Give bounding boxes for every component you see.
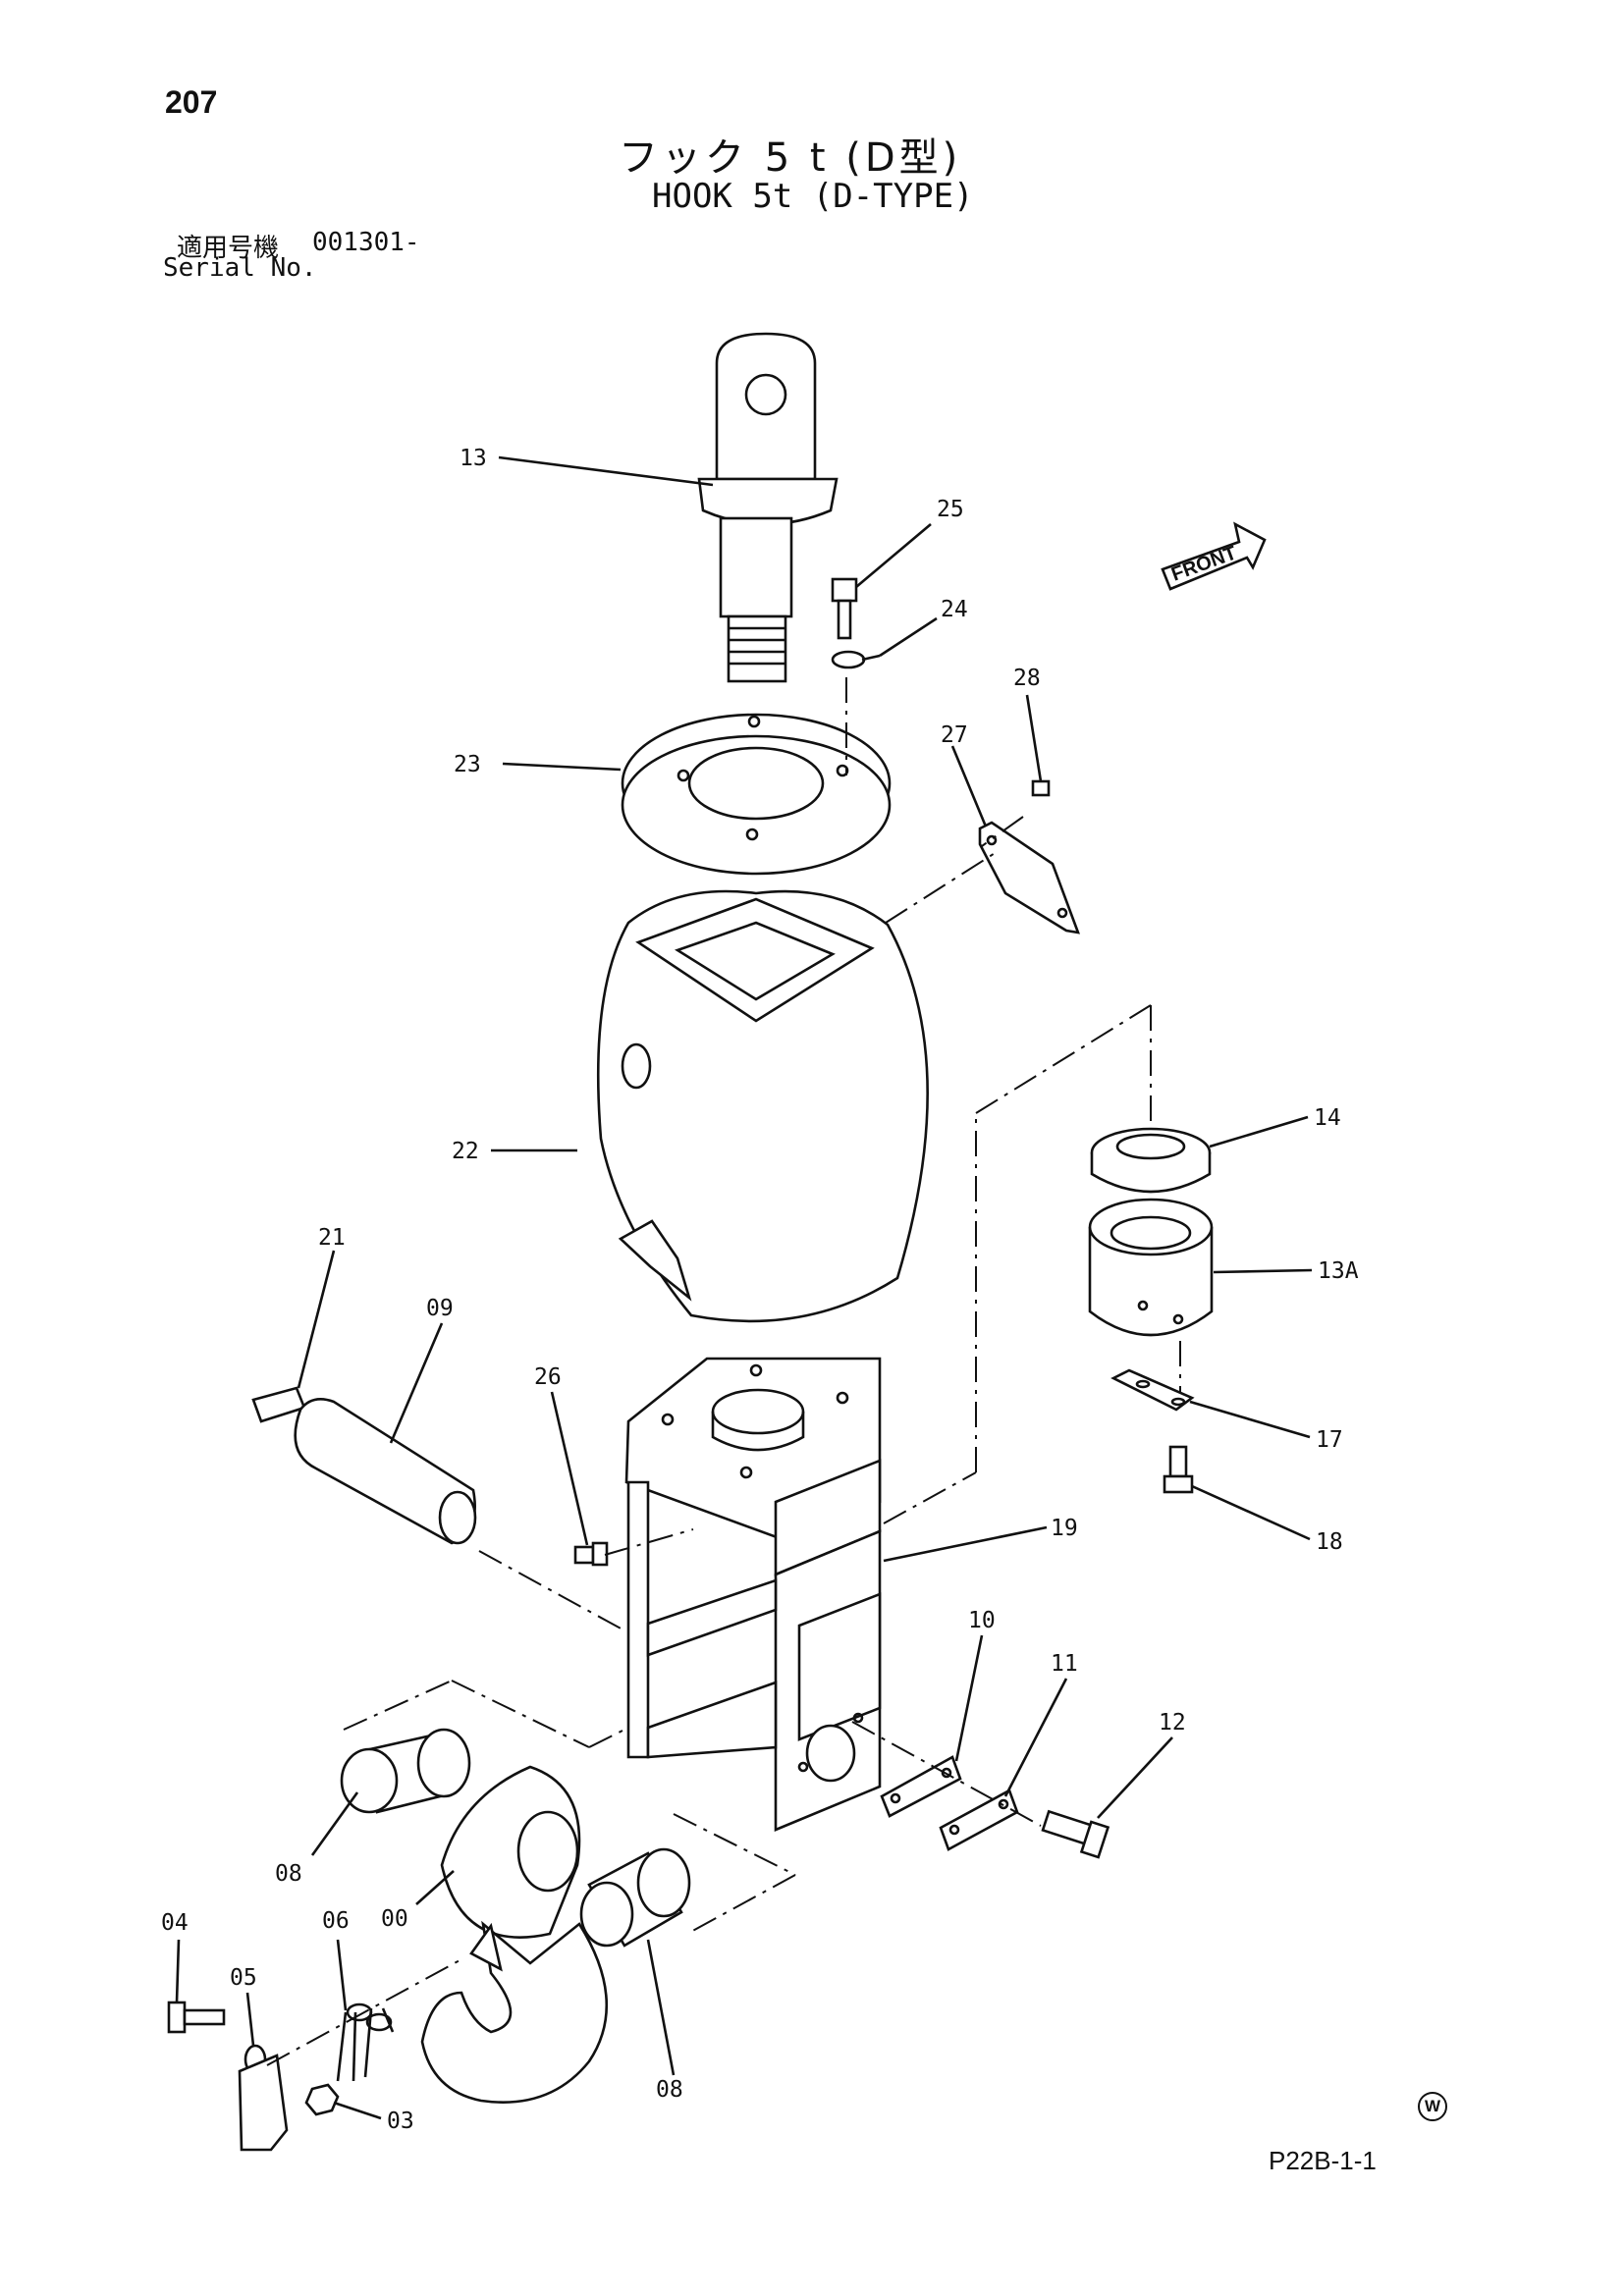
callout-18: 18: [1316, 1529, 1343, 1555]
front-label: FRONT: [1168, 542, 1239, 585]
callout-14: 14: [1314, 1105, 1341, 1131]
callout-21: 21: [318, 1225, 346, 1251]
part-26-grease-nipple: [573, 1541, 609, 1567]
callout-10: 10: [968, 1608, 996, 1633]
callout-05: 05: [230, 1965, 257, 1991]
part-09-pin: [294, 1398, 477, 1545]
serial-number-value: 001301-: [312, 228, 420, 257]
front-arrow-icon: FRONT: [1161, 521, 1267, 591]
callout-labels: 13 25 24 28 23 27 22 14 13A 21 09 26 17 …: [161, 446, 1359, 2134]
part-13a-bearing-housing: [1088, 1198, 1214, 1337]
callout-26: 26: [534, 1364, 562, 1390]
part-latch: [238, 2054, 289, 2152]
part-10-plate: [880, 1755, 962, 1818]
page-number: 207: [165, 84, 218, 120]
part-00-hook: [420, 1765, 609, 2104]
title-english: HOOK 5t (D-TYPE): [652, 177, 974, 216]
callout-04: 04: [161, 1910, 189, 1936]
callout-19: 19: [1051, 1516, 1078, 1541]
callout-25: 25: [937, 497, 964, 522]
part-11-plate: [939, 1789, 1019, 1851]
callout-13a: 13A: [1318, 1258, 1359, 1284]
part-17-lock-plate: [1110, 1368, 1195, 1412]
part-18-bolt: [1163, 1445, 1194, 1494]
part-23-ring-plate: [621, 713, 892, 876]
part-08-bushing-right: [579, 1847, 691, 1948]
part-14-thrust-bearing: [1090, 1127, 1212, 1194]
part-24-washer: [831, 650, 881, 669]
callout-00: 00: [381, 1906, 408, 1932]
title-japanese: フック 5 t (D型): [619, 135, 962, 181]
drawing-code: P22B-1-1: [1269, 2146, 1377, 2175]
part-12-bolt: [1041, 1809, 1110, 1859]
callout-08-right: 08: [656, 2077, 683, 2103]
callout-24: 24: [941, 597, 968, 622]
callout-06: 06: [322, 1908, 350, 1934]
part-04-bolt: [167, 2001, 226, 2034]
serial-label-japanese: 適用号機: [177, 234, 280, 263]
part-28-screw: [1031, 779, 1051, 797]
callout-27: 27: [941, 722, 968, 748]
part-03-nut: [304, 2083, 340, 2116]
callout-23: 23: [454, 752, 481, 777]
part-21-key: [251, 1386, 306, 1423]
part-27-cover-plate: [978, 821, 1081, 934]
callout-17: 17: [1316, 1427, 1343, 1453]
leader-lines: [175, 455, 1313, 2120]
callout-28: 28: [1013, 666, 1041, 691]
callout-22: 22: [452, 1139, 479, 1164]
callout-03: 03: [387, 2109, 414, 2134]
part-08-bushing-left: [340, 1728, 471, 1814]
callout-11: 11: [1051, 1651, 1078, 1677]
callout-09: 09: [426, 1296, 454, 1321]
part-06-spring-pin: [336, 2002, 395, 2082]
part-19-hook-frame: [624, 1357, 882, 1832]
callout-08-left: 08: [275, 1861, 302, 1887]
w-circle-mark: W: [1418, 2092, 1447, 2121]
serial-label-english: Serial No.: [163, 253, 317, 283]
callout-12: 12: [1159, 1710, 1186, 1735]
part-25-bolt: [831, 577, 858, 640]
part-13-eye-bolt: [697, 332, 839, 683]
part-22-barrel-cover: [596, 889, 929, 1323]
callout-13: 13: [460, 446, 487, 471]
